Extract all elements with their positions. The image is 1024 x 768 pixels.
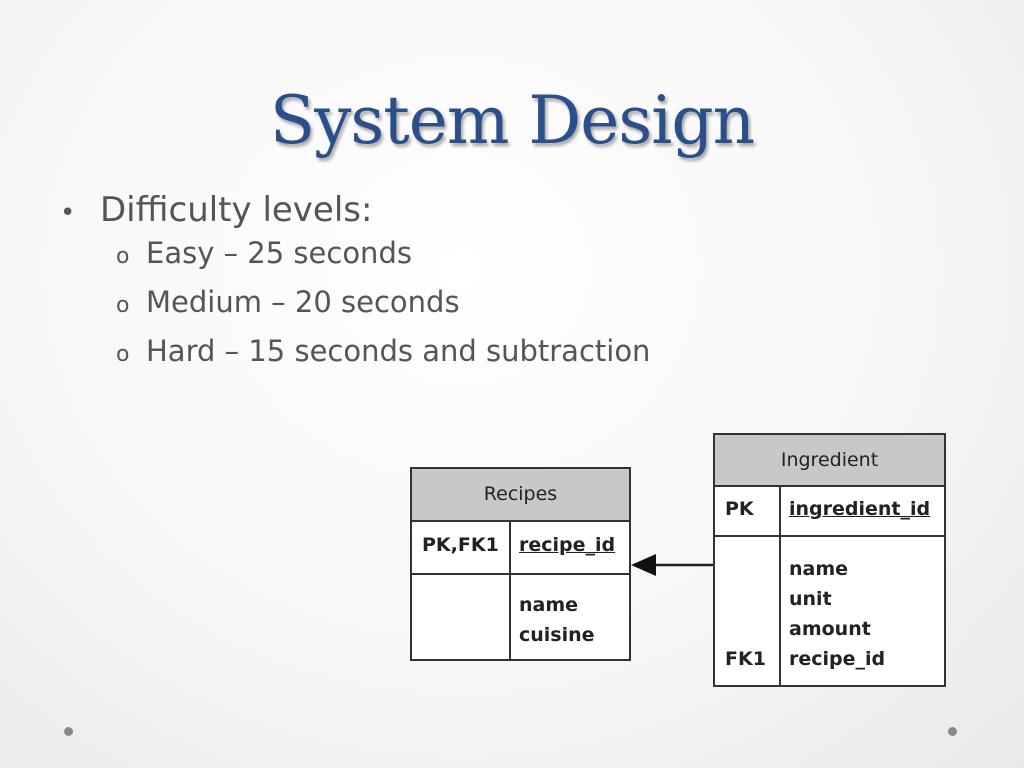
bullet-list: • Difficulty levels: o Easy – 25 seconds…: [60, 190, 650, 383]
ingredient-pk-key: PK: [725, 498, 754, 520]
sub-marker: o: [116, 342, 130, 367]
corner-dot-left: [64, 727, 73, 736]
relationship-arrow: [631, 554, 714, 576]
sub-item-text: Medium – 20 seconds: [146, 285, 460, 319]
sub-item-medium: o Medium – 20 seconds: [116, 285, 650, 334]
ingredient-col-divider: [779, 485, 781, 685]
sub-item-text: Hard – 15 seconds and subtraction: [146, 334, 651, 368]
slide-title: System Design: [269, 82, 755, 159]
recipes-pk-field: recipe_id: [519, 534, 616, 556]
sub-marker: o: [116, 244, 130, 269]
ingredient-field-unit: unit: [789, 588, 832, 610]
recipes-pk-key: PK,FK1: [422, 534, 499, 556]
ingredient-table: Ingredient PK ingredient_id name unit am…: [713, 433, 946, 687]
ingredient-table-header: Ingredient: [715, 435, 944, 487]
ingredient-field-recipe-id: recipe_id: [789, 648, 886, 670]
ingredient-row-divider: [715, 535, 944, 537]
bullet-item: • Difficulty levels:: [60, 190, 650, 230]
ingredient-fk-key: FK1: [725, 648, 766, 670]
recipes-col-divider: [509, 520, 511, 659]
recipes-field-name: name: [519, 594, 579, 616]
ingredient-field-name: name: [789, 558, 849, 580]
ingredient-pk-field: ingredient_id: [789, 498, 931, 520]
sub-item-easy: o Easy – 25 seconds: [116, 236, 650, 285]
ingredient-field-amount: amount: [789, 618, 871, 640]
recipes-table: Recipes PK,FK1 recipe_id name cuisine: [410, 467, 631, 661]
sub-item-text: Easy – 25 seconds: [146, 236, 412, 270]
sub-item-hard: o Hard – 15 seconds and subtraction: [116, 334, 650, 383]
bullet-text: Difficulty levels:: [100, 190, 373, 230]
sub-marker: o: [116, 293, 130, 318]
recipes-field-cuisine: cuisine: [519, 624, 595, 646]
recipes-table-header: Recipes: [412, 469, 629, 522]
bullet-marker: •: [60, 198, 76, 228]
recipes-row-divider: [412, 573, 629, 575]
corner-dot-right: [948, 727, 957, 736]
